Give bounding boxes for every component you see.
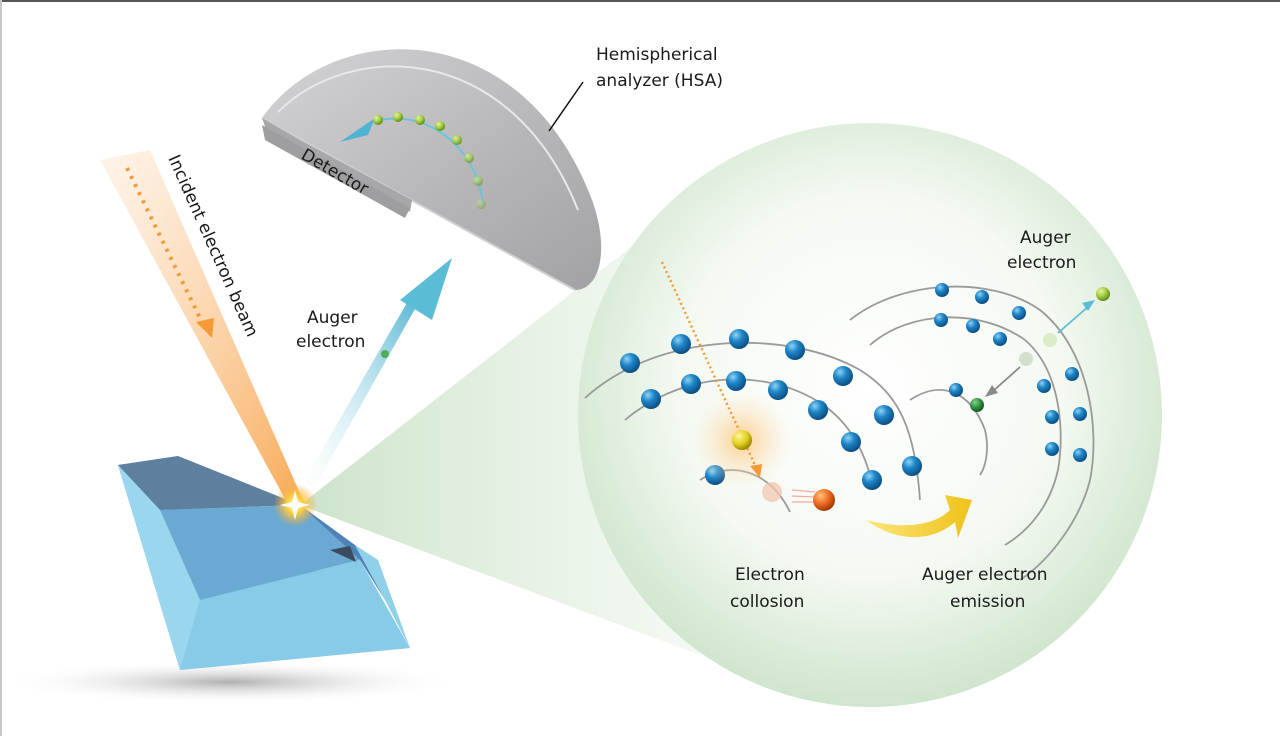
hsa-label-line2: analyzer (HSA)	[596, 71, 723, 91]
hsa-electron-trajectory	[340, 112, 486, 209]
crystal-sample	[118, 456, 410, 670]
emission-label-line2: emission	[950, 592, 1025, 612]
hsa-leader-line	[548, 81, 584, 132]
relaxing-electron-origin	[1019, 352, 1033, 366]
orbit-electrons-left	[620, 329, 922, 490]
auger-label-right-line1: Auger	[1020, 228, 1071, 248]
hsa-trajectory-arrowhead	[340, 118, 375, 142]
left-border	[0, 0, 2, 736]
relaxation-arrowhead	[985, 385, 998, 397]
orbit-electrons-right	[934, 283, 1087, 462]
auger-label-left-line1: Auger	[307, 308, 358, 328]
hemispherical-analyzer	[261, 49, 602, 291]
ejected-electron-trail	[791, 489, 816, 503]
vacancy	[762, 482, 782, 502]
detector	[262, 118, 412, 218]
filled-vacancy-electron	[970, 398, 984, 412]
impact-spark-icon	[280, 490, 310, 520]
auger-electron-arrowhead	[400, 258, 452, 320]
auger-label-right-line2: electron	[1007, 253, 1076, 273]
magnified-view-circle	[578, 123, 1162, 707]
auger-emission-arrow	[1057, 304, 1091, 334]
ejected-electron	[813, 489, 835, 511]
incident-beam-dotted-arrow	[125, 167, 202, 319]
hsa-label-line1: Hemispherical	[596, 45, 718, 65]
top-border	[0, 0, 1280, 2]
collision-label-line1: Electron	[735, 565, 805, 585]
auger-emission-arrowhead	[1082, 300, 1095, 311]
incident-electron-arrowhead	[750, 464, 762, 478]
right-atom	[849, 283, 1110, 581]
auger-electron-arrow	[300, 294, 420, 492]
crystal-shadow	[0, 660, 460, 704]
incident-electron	[732, 430, 752, 450]
auger-label-left-line2: electron	[296, 332, 365, 352]
left-atom	[584, 261, 922, 513]
auger-electron-particle	[381, 350, 389, 358]
relaxation-arrow	[991, 366, 1021, 393]
incident-beam	[100, 150, 305, 508]
collision-label-line2: collosion	[730, 592, 804, 612]
incident-beam-arrowhead	[196, 318, 214, 338]
emitted-auger-electron	[1096, 287, 1110, 301]
emission-label-line1: Auger electron	[922, 565, 1048, 585]
auger-vacancy	[1043, 333, 1057, 347]
process-arrow	[866, 495, 972, 538]
